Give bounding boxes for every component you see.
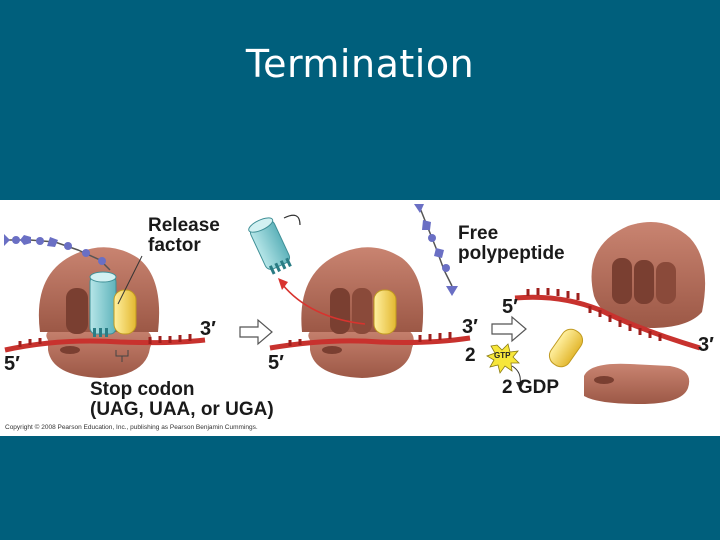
gtp-label: GTP: [494, 351, 511, 360]
panel-2-three-prime: 3′: [462, 316, 478, 338]
free-polypeptide: [414, 204, 458, 296]
panel-1-three-prime: 3′: [200, 318, 216, 340]
termination-diagram: [4, 204, 706, 404]
free-small-subunit: [584, 363, 690, 404]
polypeptide-chain-1: [4, 234, 111, 271]
panel-3-dissociation: [514, 222, 706, 404]
copyright-notice: Copyright © 2008 Pearson Education, Inc.…: [5, 424, 258, 431]
free-polypeptide-label-line1: Free: [458, 223, 499, 244]
free-trna: [548, 328, 584, 368]
gtp-count-label: 2: [465, 345, 476, 366]
termination-figure: Release factor Free polypeptide Stop cod…: [0, 200, 720, 436]
release-factor-label-line1: Release: [148, 215, 220, 236]
slide-title: Termination: [245, 42, 475, 86]
panel-1-release-factor-binding: [4, 234, 206, 378]
step-arrow-2: [491, 315, 527, 343]
release-factor: [89, 271, 117, 337]
panel-1-five-prime: 5′: [4, 353, 20, 375]
step-arrow-1: [239, 318, 273, 346]
gtp-burst: [486, 343, 524, 390]
free-polypeptide-label-line2: polypeptide: [458, 243, 565, 264]
a-site: [113, 289, 137, 335]
panel-2-release: [248, 204, 471, 378]
stop-codon-label-line1: Stop codon: [90, 379, 195, 400]
gdp-label: 2 GDP: [502, 377, 560, 398]
panel-3-three-prime: 3′: [698, 334, 714, 356]
release-factor-label-line2: factor: [148, 235, 201, 256]
stop-codon-label-line2: (UAG, UAA, or UGA): [90, 399, 274, 420]
panel-3-five-prime: 5′: [502, 296, 518, 318]
released-release-factor: [248, 214, 301, 275]
panel-2-five-prime: 5′: [268, 352, 284, 374]
